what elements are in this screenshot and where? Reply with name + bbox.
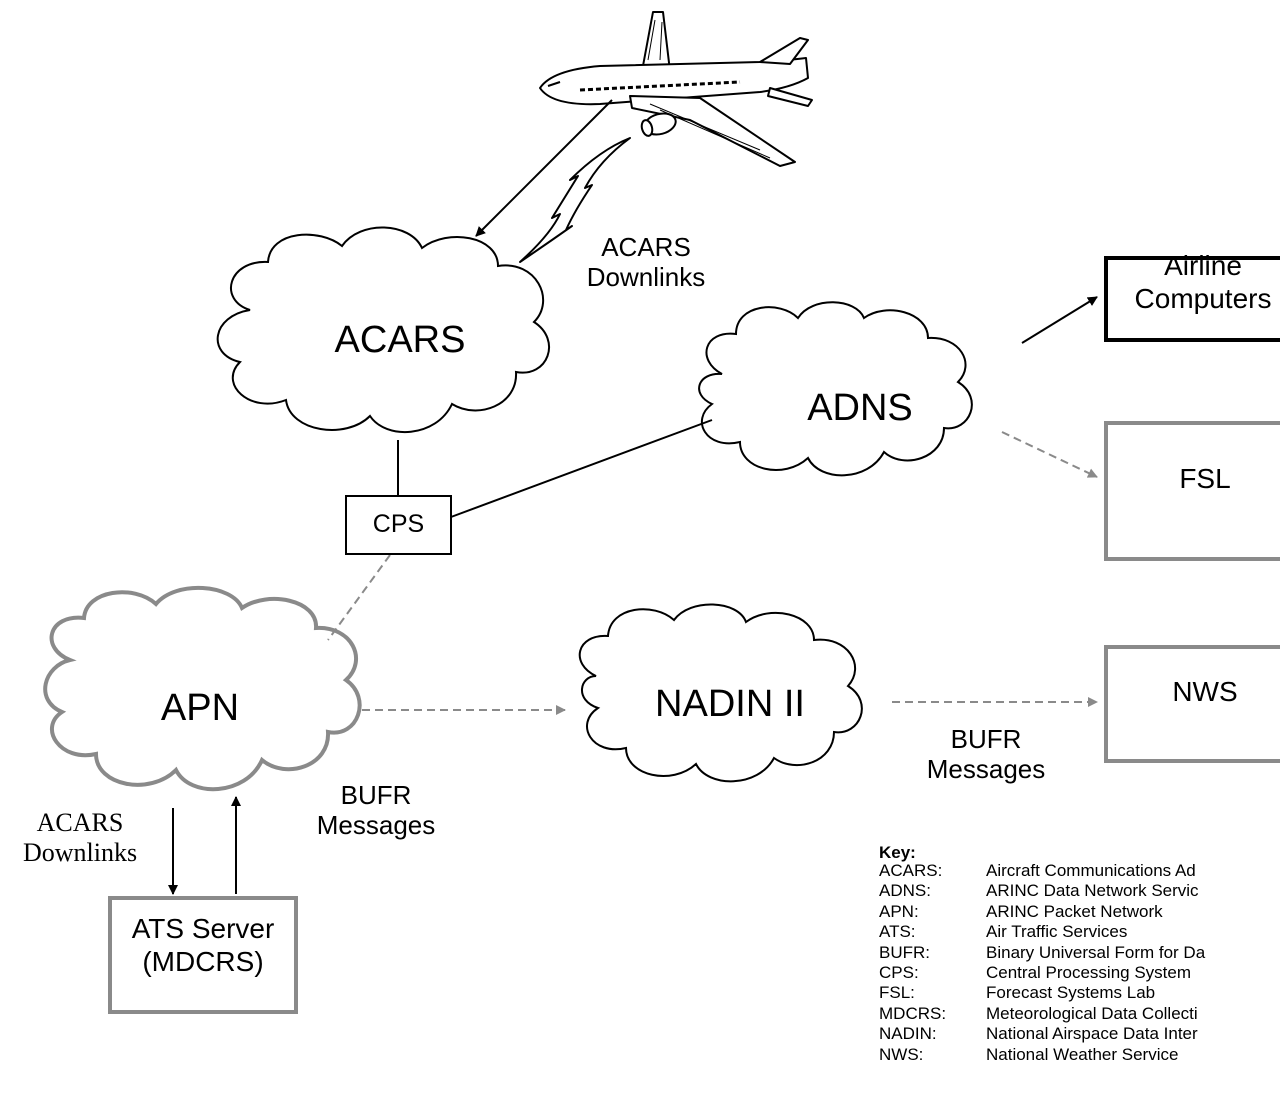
adns-airline-arrow (1021, 296, 1098, 344)
key-definition: Forecast Systems Lab (986, 983, 1156, 1003)
key-definition: National Airspace Data Inter (986, 1024, 1198, 1044)
apn-cloud (43, 585, 362, 792)
acars-downlinks-top-line1: ACARS (601, 232, 691, 262)
airline-computers-label: Airline Computers (1108, 250, 1280, 316)
cps-box (345, 495, 452, 555)
key-entry: BUFR: Binary Universal Form for Da (879, 943, 1205, 963)
key-definition: Binary Universal Form for Da (986, 942, 1206, 962)
apn-cloud-label: APN (160, 687, 240, 729)
airline-label-line2: Computers (1134, 282, 1272, 314)
key-definition: Central Processing System (986, 963, 1192, 982)
key-entry: ADNS: ARINC Data Network Servic (879, 881, 1199, 901)
bufr-right-line1: BUFR (950, 724, 1022, 754)
key-entry: FSL: Forecast Systems Lab (879, 983, 1155, 1003)
key-abbreviation: MDCRS: (879, 1003, 947, 1023)
airline-computers-box (1104, 256, 1280, 342)
acars-downlinks-left-line2: Downlinks (22, 838, 138, 868)
cps-box-label: CPS (372, 510, 425, 538)
key-abbreviation: ADNS: (879, 881, 931, 901)
ats-label-line1: ATS Server (131, 913, 275, 944)
adns-cloud-label: ADNS (807, 387, 913, 429)
key-abbreviation: ATS: (879, 922, 916, 942)
bufr-left-line2: Messages (316, 810, 436, 841)
key-definition: Meteorological Data Collecti (986, 1003, 1198, 1023)
fsl-box (1104, 421, 1280, 561)
fsl-box-label: FSL (1179, 463, 1231, 494)
ats-label-line2: (MDCRS) (142, 945, 264, 977)
key-definition: ARINC Packet Network (986, 901, 1163, 921)
bufr-left-line1: BUFR (340, 780, 412, 810)
key-definition: ARINC Data Network Servic (986, 881, 1199, 901)
adns-fsl-arrow (1001, 431, 1098, 478)
airplane-icon (539, 11, 813, 167)
key-abbreviation: FSL: (879, 983, 915, 1003)
key-entry: CPS: Central Processing System (879, 963, 1191, 983)
acars-downlinks-top-label: ACARS Downlinks (566, 232, 726, 293)
lightning-bolt-icon (519, 137, 631, 263)
key-abbreviation: APN: (879, 901, 919, 921)
nws-box-label: NWS (1172, 676, 1238, 707)
key-definition: Aircraft Communications Ad (986, 861, 1196, 880)
key-abbreviation: NADIN: (879, 1024, 937, 1044)
key-abbreviation: CPS: (879, 963, 919, 982)
nws-box (1104, 645, 1280, 763)
nadin-cloud (578, 603, 863, 783)
key-entry: ACARS: Aircraft Communications Ad (879, 861, 1196, 881)
cps-adns-line (450, 419, 713, 518)
acars-downlinks-top-line2: Downlinks (586, 262, 706, 293)
acars-cloud-label: ACARS (334, 319, 466, 361)
key-entry: APN: ARINC Packet Network (879, 902, 1163, 922)
cps-apn-line (327, 554, 391, 641)
key-entry: ATS: Air Traffic Services (879, 922, 1127, 942)
key-definition: National Weather Service (986, 1044, 1179, 1064)
nadin-cloud-label: NADIN II (655, 683, 805, 725)
key-entry: MDCRS: Meteorological Data Collecti (879, 1004, 1198, 1024)
downlink-arrow-airplane-acars (475, 99, 613, 237)
key-abbreviation: ACARS: (879, 861, 943, 880)
bufr-messages-left-label: BUFR Messages (296, 780, 456, 841)
key-entry: NADIN: National Airspace Data Inter (879, 1024, 1198, 1044)
key-entry: NWS: National Weather Service (879, 1045, 1178, 1065)
acars-cloud (216, 226, 551, 434)
airline-label-line1: Airline (1164, 250, 1242, 281)
bufr-right-line2: Messages (926, 754, 1046, 785)
acars-downlinks-left-label: ACARS Downlinks (10, 808, 150, 869)
ats-server-box (108, 896, 298, 1014)
bufr-messages-right-label: BUFR Messages (906, 724, 1066, 785)
ats-server-label: ATS Server (MDCRS) (108, 913, 298, 979)
key-title: Key: (879, 843, 916, 862)
key-definition: Air Traffic Services (986, 922, 1128, 942)
acars-downlinks-left-line1: ACARS (36, 808, 124, 837)
adns-cloud (698, 301, 973, 477)
key-abbreviation: BUFR: (879, 942, 930, 962)
key-abbreviation: NWS: (879, 1044, 924, 1064)
